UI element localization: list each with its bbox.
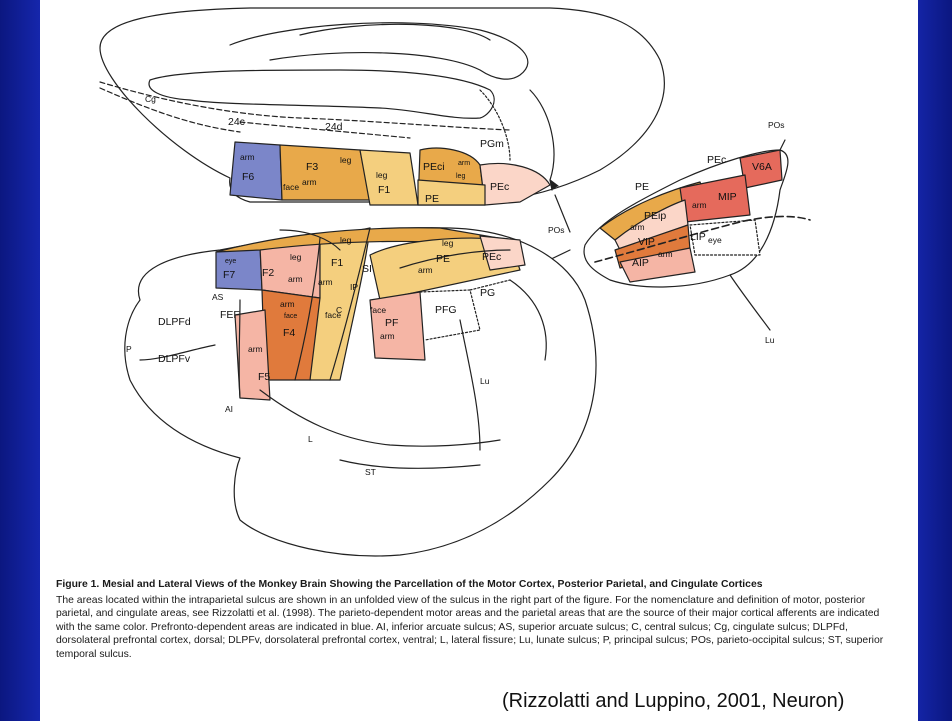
- label-24d: 24d: [325, 121, 343, 133]
- label-peip-arm: arm: [630, 222, 645, 232]
- label-f5-arm: arm: [248, 344, 263, 354]
- caption-body: The areas located within the intrapariet…: [56, 594, 896, 662]
- brain-figure: Cg 24c 24d PGm arm F6 face F3 leg arm le…: [40, 0, 918, 575]
- label-f3-arm: arm: [302, 177, 317, 187]
- label-mip: MIP: [718, 191, 737, 203]
- label-f6-face: face: [283, 182, 299, 192]
- label-peci: PEci: [423, 161, 445, 173]
- label-f4-face: face: [284, 313, 297, 320]
- label-pg: PG: [480, 287, 495, 299]
- figure-caption: Figure 1. Mesial and Lateral Views of th…: [56, 578, 896, 662]
- label-pos: POs: [548, 225, 565, 235]
- label-peci-arm: arm: [458, 160, 470, 167]
- label-f4-arm: arm: [280, 299, 295, 309]
- label-p: P: [126, 344, 132, 354]
- label-cg: Cg: [145, 94, 156, 104]
- label-mip-arm: arm: [692, 200, 707, 210]
- label-peip: PEip: [644, 210, 666, 222]
- label-f1-arm: arm: [318, 277, 333, 287]
- label-peci-leg: leg: [456, 173, 465, 180]
- label-f5: F5: [258, 371, 270, 383]
- label-f3: F3: [306, 161, 318, 173]
- label-aip-arm: arm: [658, 249, 673, 259]
- label-ip: IP: [350, 282, 358, 292]
- label-f7-eye: eye: [225, 258, 236, 265]
- label-pec-right: PEc: [707, 154, 726, 166]
- label-f2-arm: arm: [288, 274, 303, 284]
- label-f4: F4: [283, 327, 295, 339]
- area-f7: [216, 246, 262, 290]
- area-f6-top: [230, 142, 282, 200]
- label-f1: F1: [331, 257, 343, 269]
- label-f6: F6: [242, 171, 254, 183]
- label-pf-face: face: [370, 305, 386, 315]
- label-lip: LIP: [690, 231, 706, 243]
- label-lu: Lu: [480, 376, 490, 386]
- label-l: L: [308, 434, 313, 444]
- label-as: AS: [212, 292, 224, 302]
- label-f1-leg: leg: [340, 235, 352, 245]
- label-pec-top: PEc: [490, 181, 509, 193]
- citation: (Rizzolatti and Luppino, 2001, Neuron): [502, 690, 844, 713]
- label-f1-top: F1: [378, 184, 390, 196]
- label-f7: F7: [223, 269, 235, 281]
- label-ai: AI: [225, 404, 233, 414]
- caption-title: Figure 1. Mesial and Lateral Views of th…: [56, 578, 896, 592]
- label-lu-right: Lu: [765, 335, 775, 345]
- label-f6-arm: arm: [240, 152, 255, 162]
- label-f1-leg-top: leg: [376, 170, 388, 180]
- label-dlpfv: DLPFv: [158, 353, 191, 365]
- label-vip: VIP: [638, 236, 655, 248]
- label-aip: AIP: [632, 257, 649, 269]
- label-fef: FEF: [220, 309, 240, 321]
- label-si: SI: [362, 263, 372, 275]
- label-f2-leg: leg: [290, 252, 302, 262]
- label-pe: PE: [436, 253, 450, 265]
- label-f2: F2: [262, 267, 274, 279]
- label-lip-eye: eye: [708, 235, 722, 245]
- label-pos-right: POs: [768, 120, 785, 130]
- label-pfg: PFG: [435, 304, 457, 316]
- label-pf: PF: [385, 317, 398, 329]
- label-pe-arm: arm: [418, 265, 433, 275]
- label-pe-top: PE: [425, 193, 439, 205]
- label-v6a: V6A: [752, 161, 772, 173]
- label-pec: PEc: [482, 251, 501, 263]
- label-dlpfd: DLPFd: [158, 316, 191, 328]
- label-f3-leg: leg: [340, 155, 352, 165]
- label-pgm: PGm: [480, 138, 504, 150]
- label-24c: 24c: [228, 116, 245, 128]
- label-pe-leg: leg: [442, 238, 454, 248]
- label-st: ST: [365, 467, 376, 477]
- label-pf-arm: arm: [380, 331, 395, 341]
- label-c: C: [336, 305, 342, 315]
- label-pe-right: PE: [635, 181, 649, 193]
- area-f1-top: [360, 150, 418, 205]
